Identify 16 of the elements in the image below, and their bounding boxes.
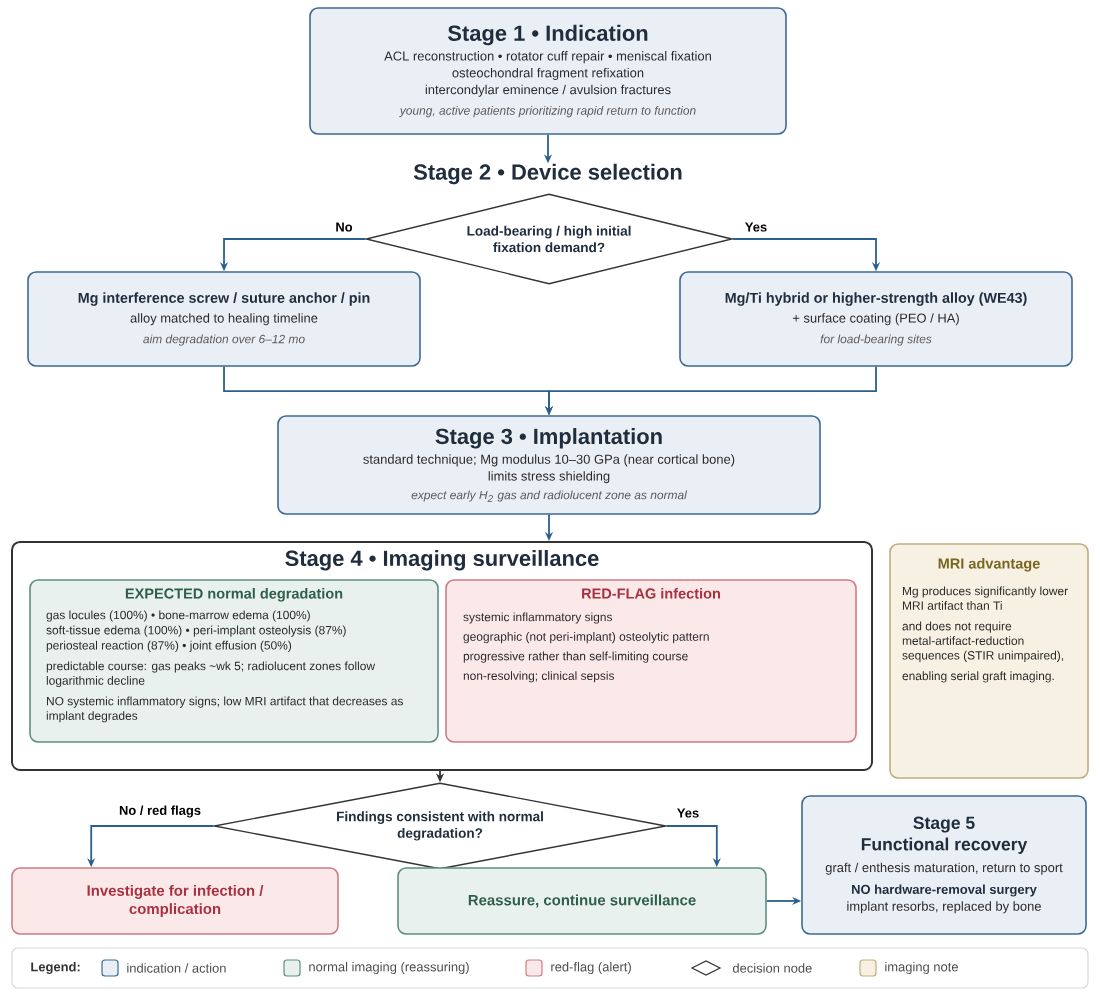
panel-box: [397, 867, 767, 935]
note-box: [889, 543, 1089, 779]
panel-box: [445, 579, 857, 743]
panel-box: [11, 867, 339, 935]
stage-title: Functional recovery: [861, 837, 1028, 854]
process-box: [679, 271, 1073, 367]
process-box: [277, 415, 821, 515]
stage-title: Stage 1 • Indication: [448, 24, 648, 46]
stage-title: Stage 4 • Imaging surveillance: [285, 550, 599, 571]
panel-box: [29, 579, 439, 743]
stage-title: Stage 3 • Implantation: [435, 428, 662, 449]
stage-title: Stage 5: [913, 816, 975, 833]
stage-title: Stage 2 • Device selection: [413, 163, 682, 185]
process-box: [27, 271, 421, 367]
process-box: [309, 7, 787, 135]
process-box: [801, 795, 1087, 935]
